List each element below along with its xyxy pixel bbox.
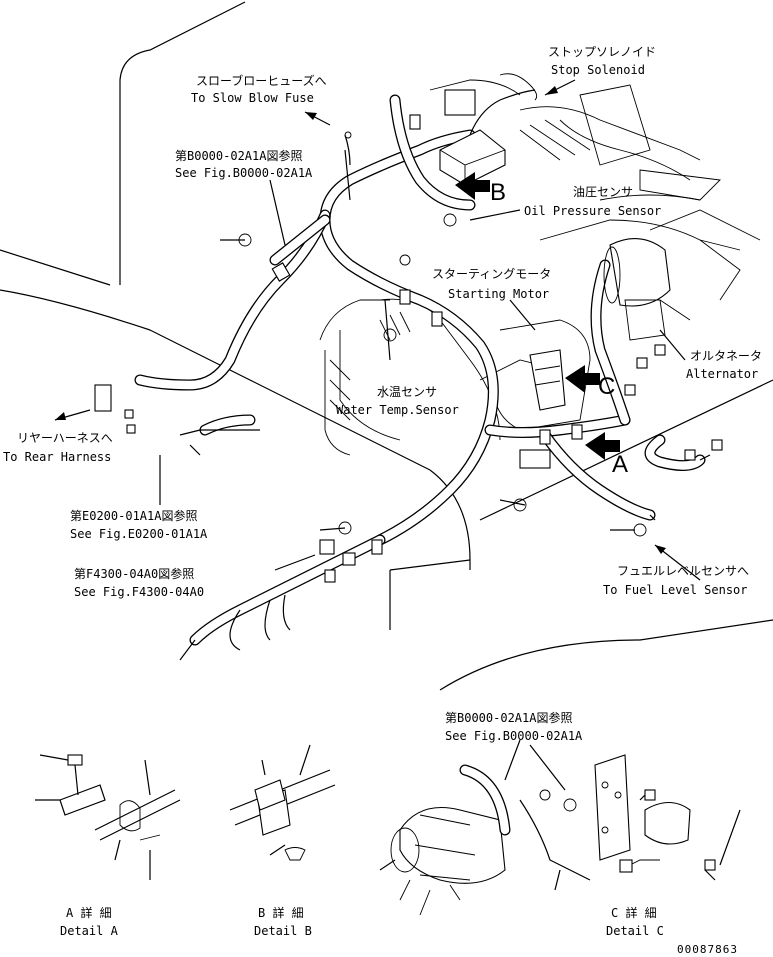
- detail-a-en-label: Detail A: [60, 924, 119, 938]
- ref-f4300-jp-label: 第F4300-04A0図参照: [74, 566, 194, 581]
- fuse-lead: [344, 131, 352, 166]
- detail-b-drawing: [229, 744, 336, 861]
- alternator-jp-label: オルタネータ: [690, 349, 762, 363]
- harness-clamps: [94, 114, 723, 583]
- fuel-level-jp-label: フュエルレベルセンサへ: [617, 564, 749, 578]
- stop-solenoid-jp-label: ストップソレノイド: [548, 45, 656, 59]
- engine-components: [238, 73, 691, 537]
- starting-motor-en-label: Starting Motor: [448, 287, 549, 301]
- labels: ストップソレノイド Stop Solenoid スローブローヒューズへ To S…: [3, 45, 762, 956]
- water-temp-jp-label: 水温センサ: [377, 385, 437, 399]
- ref-e0200-jp-label: 第E0200-01A1A図参照: [70, 508, 197, 523]
- detail-a-jp-label: A 詳 細: [66, 905, 112, 920]
- drawing-number: 00087863: [677, 943, 738, 956]
- ref-e0200-en-label: See Fig.E0200-01A1A: [70, 527, 208, 541]
- alternator-en-label: Alternator: [686, 367, 758, 381]
- rear-harness-jp-label: リヤーハーネスへ: [17, 431, 113, 445]
- ref-f4300-en-label: See Fig.F4300-04A0: [74, 585, 204, 599]
- detail-a-drawing: [35, 754, 181, 880]
- detail-c-jp-label: C 詳 細: [611, 905, 657, 920]
- callout-a: A: [612, 451, 628, 478]
- ref-b0000-2-jp-label: 第B0000-02A1A図参照: [445, 710, 572, 725]
- leader-lines: [54, 79, 701, 791]
- detail-c-en-label: Detail C: [606, 924, 664, 938]
- ref-b0000-2-en-label: See Fig.B0000-02A1A: [445, 729, 583, 743]
- ref-b0000-jp-label: 第B0000-02A1A図参照: [175, 148, 302, 163]
- oil-pressure-en-label: Oil Pressure Sensor: [524, 204, 661, 218]
- slow-blow-fuse-jp-label: スローブローヒューズへ: [196, 73, 327, 88]
- starting-motor-jp-label: スターティングモータ: [432, 267, 551, 281]
- callout-c: C: [598, 373, 615, 400]
- rear-harness-en-label: To Rear Harness: [3, 450, 111, 464]
- main-harness: [134, 94, 706, 646]
- wire-leads: [179, 89, 711, 661]
- detail-b-en-label: Detail B: [254, 924, 312, 938]
- bolts: [179, 239, 635, 531]
- detail-b-jp-label: B 詳 細: [258, 905, 304, 920]
- detail-c-drawing: [379, 754, 741, 916]
- fuel-level-en-label: To Fuel Level Sensor: [603, 583, 748, 597]
- slow-blow-fuse-en-label: To Slow Blow Fuse: [191, 91, 314, 105]
- callout-b: B: [490, 179, 506, 206]
- callout-arrows: B C A: [455, 172, 628, 478]
- oil-pressure-jp-label: 油圧センサ: [573, 185, 633, 199]
- ref-b0000-en-label: See Fig.B0000-02A1A: [175, 166, 313, 180]
- water-temp-en-label: Water Temp.Sensor: [336, 403, 459, 417]
- stop-solenoid-en-label: Stop Solenoid: [551, 63, 645, 77]
